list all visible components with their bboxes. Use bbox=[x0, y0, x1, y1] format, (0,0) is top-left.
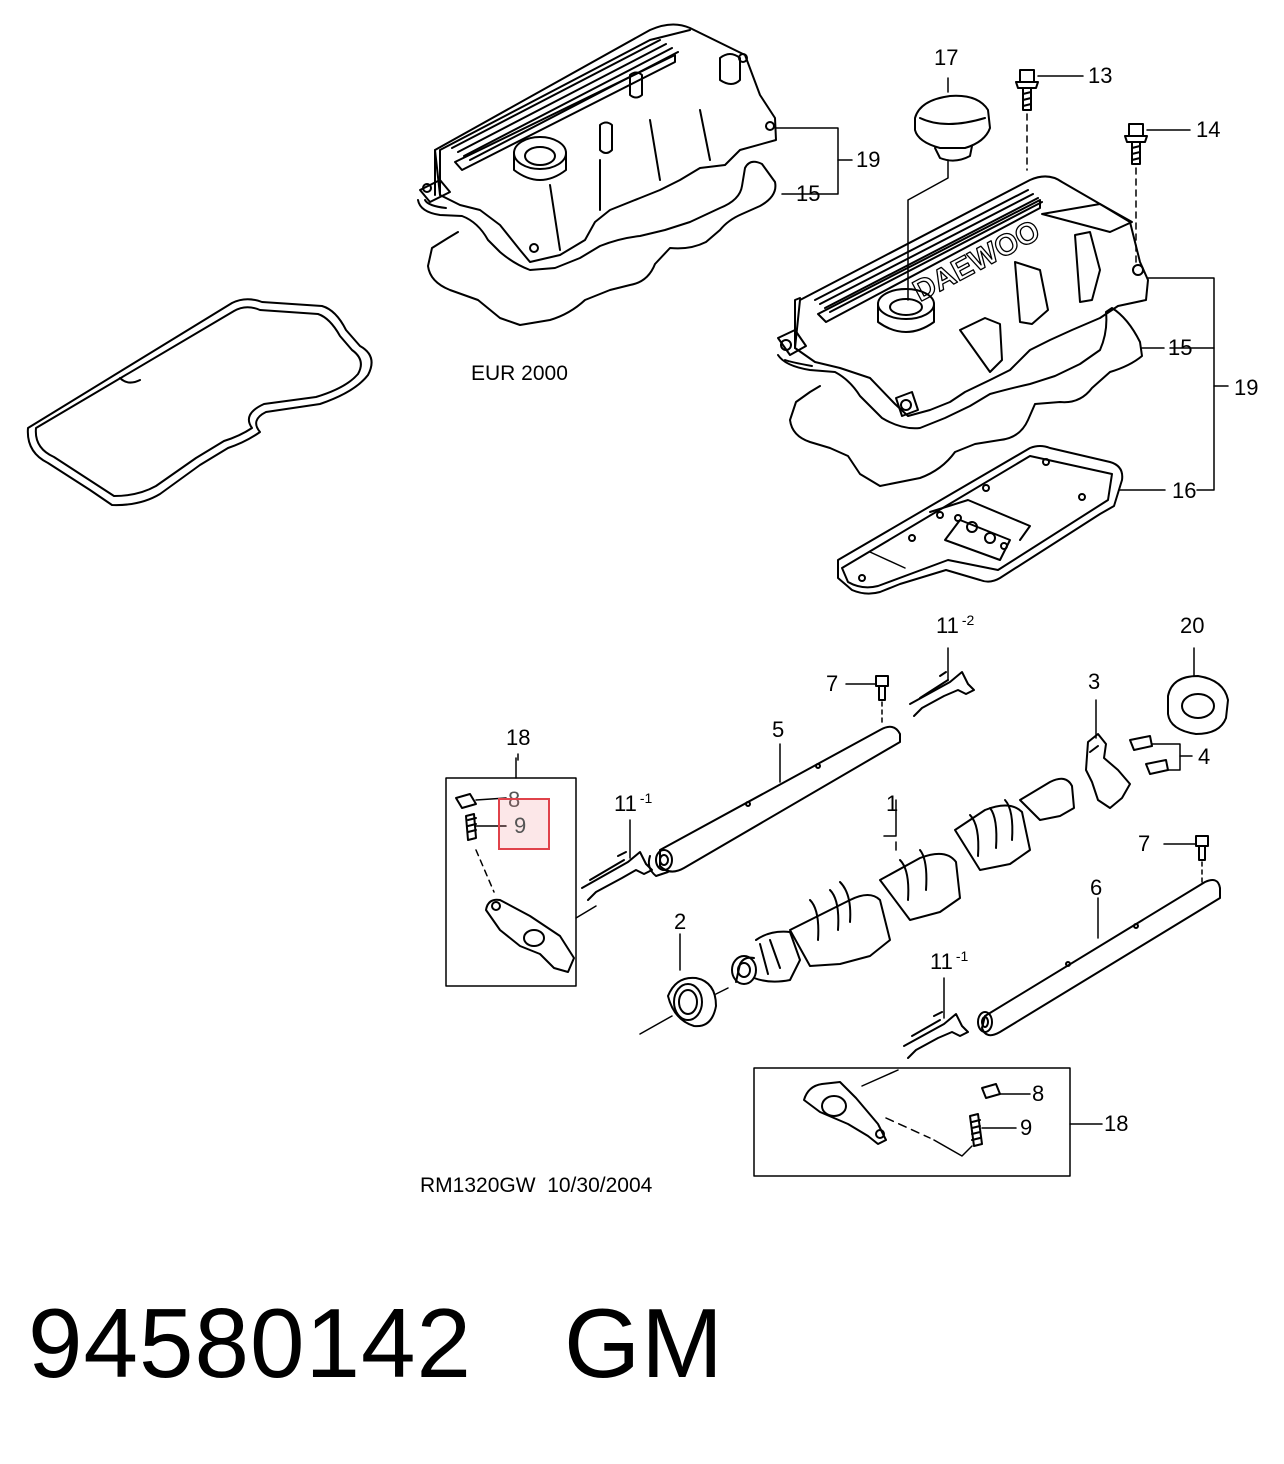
callout-11-2-number: 11 bbox=[936, 613, 959, 638]
callout-3: 3 bbox=[1088, 669, 1101, 694]
rocker-shaft-5 bbox=[647, 725, 901, 877]
screw-7-upper bbox=[845, 675, 889, 725]
callout-7-lower: 7 bbox=[1138, 831, 1151, 856]
rocker-bracket-3 bbox=[1085, 699, 1193, 809]
thrust-collar bbox=[1167, 647, 1229, 735]
callout-4: 4 bbox=[1198, 744, 1211, 769]
callout-20: 20 bbox=[1180, 613, 1205, 638]
rocker-arm-11-1-lower bbox=[903, 977, 969, 1059]
oil-filler-cap bbox=[907, 77, 991, 301]
screw-7-lower bbox=[1163, 835, 1209, 885]
baffle-plate bbox=[837, 445, 1124, 595]
part-number: 94580142 bbox=[28, 1288, 473, 1398]
callout-9-highlighted[interactable]: 9 bbox=[514, 813, 527, 838]
variant-label: EUR 2000 bbox=[471, 362, 568, 385]
daewoo-callout-lines bbox=[1119, 277, 1229, 491]
eur2000-valve-cover bbox=[417, 23, 777, 326]
callout-6: 6 bbox=[1090, 875, 1103, 900]
callout-11-1-upper: 11-1 bbox=[614, 790, 653, 818]
callout-18-right: 18 bbox=[1104, 1111, 1129, 1136]
callout-14: 14 bbox=[1196, 117, 1221, 142]
oil-seal bbox=[639, 933, 729, 1035]
loose-cover-gasket bbox=[26, 298, 373, 507]
callout-17: 17 bbox=[934, 45, 959, 70]
callout-11-1-upper-suffix: -1 bbox=[639, 790, 653, 806]
eur-callout-lines bbox=[775, 127, 853, 195]
callout-11-1-lower-suffix: -1 bbox=[955, 948, 969, 964]
callout-19: 19 bbox=[1234, 375, 1259, 400]
callout-18-left: 18 bbox=[506, 725, 531, 750]
bolt-13 bbox=[1015, 69, 1084, 171]
callout-11-2: 11-2 bbox=[936, 612, 975, 640]
daewoo-valve-cover: DAEWOO bbox=[777, 175, 1149, 487]
part-number-title: 94580142 GM bbox=[28, 1288, 724, 1398]
rocker-arm-11-1-upper bbox=[581, 819, 653, 901]
callout-11-1-upper-number: 11 bbox=[614, 791, 637, 816]
callout-19-eur: 19 bbox=[856, 147, 881, 172]
callout-11-1-lower-number: 11 bbox=[930, 949, 953, 974]
camshaft bbox=[731, 777, 1075, 985]
callout-11-2-suffix: -2 bbox=[961, 612, 975, 628]
callout-15: 15 bbox=[1168, 335, 1193, 360]
brand-name: GM bbox=[564, 1288, 724, 1398]
callout-7-upper: 7 bbox=[826, 671, 839, 696]
callout-2: 2 bbox=[674, 909, 687, 934]
detail-box-18-right bbox=[753, 1067, 1103, 1177]
callout-9-right: 9 bbox=[1020, 1115, 1033, 1140]
callout-16: 16 bbox=[1172, 478, 1197, 503]
callout-5: 5 bbox=[772, 717, 785, 742]
callout-15-eur: 15 bbox=[796, 181, 821, 206]
rocker-arm-11-2 bbox=[909, 647, 975, 717]
detail-box-18-left bbox=[445, 757, 597, 987]
drawing-reference: RM1320GW 10/30/2004 bbox=[420, 1174, 653, 1197]
callout-8-right: 8 bbox=[1032, 1081, 1045, 1106]
rocker-shaft-6 bbox=[977, 879, 1221, 1037]
highlighted-callout-box[interactable] bbox=[498, 798, 550, 850]
callout-1: 1 bbox=[886, 791, 899, 816]
callout-11-1-lower: 11-1 bbox=[930, 948, 969, 976]
callout-13: 13 bbox=[1088, 63, 1113, 88]
